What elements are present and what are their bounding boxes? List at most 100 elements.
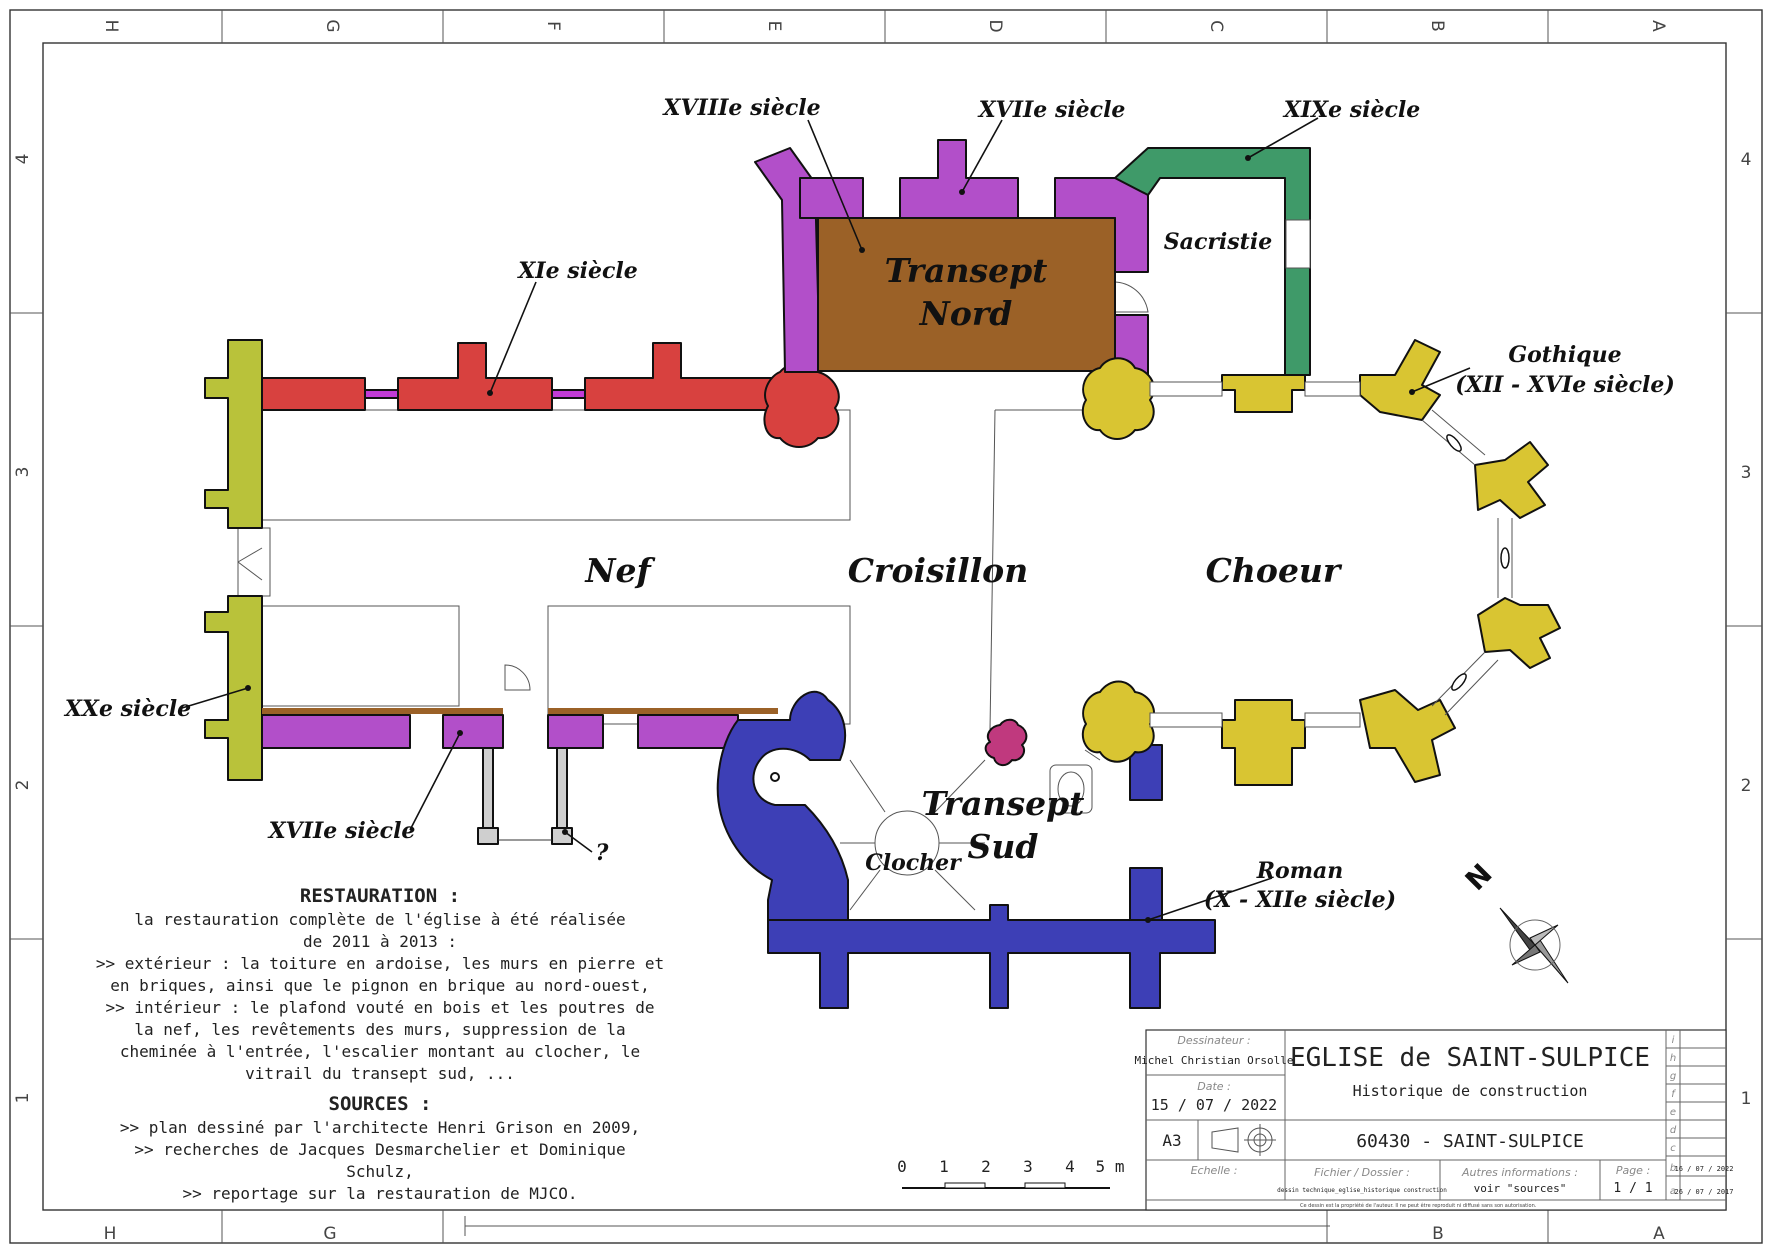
wall-xxe-south-facade (204, 595, 263, 781)
frame-col-top-c: C (1206, 20, 1226, 32)
frame-row-right-1: 1 (1741, 1089, 1752, 1109)
room-transept-sud-2: Sud (968, 827, 1039, 866)
frame-row-right-3: 3 (1741, 463, 1752, 483)
frame-col-bottom-a: A (1653, 1224, 1665, 1244)
frame-row-right-4: 4 (1741, 150, 1752, 170)
tb-rev-d: d (1670, 1125, 1677, 1136)
projection-symbol-icon (1211, 1124, 1276, 1156)
tb-revision-a-date: 26 / 07 / 2017 (1674, 1188, 1733, 1196)
sources-line-1: >> plan dessiné par l'architecte Henri G… (120, 1118, 640, 1137)
restauration-line-2: de 2011 à 2013 : (303, 932, 457, 951)
frame-row-left-4: 4 (13, 154, 33, 165)
tb-rev-f: f (1671, 1089, 1676, 1100)
sources-line-3: Schulz, (346, 1162, 413, 1181)
frame-row-right-2: 2 (1741, 776, 1752, 796)
frame-col-top-e: E (764, 21, 784, 32)
restauration-line-4: en briques, ainsi que le pignon en briqu… (110, 976, 649, 995)
tb-other-value: voir "sources" (1474, 1182, 1567, 1195)
wall-xie-window-2 (551, 389, 586, 399)
room-nef: Nef (584, 551, 655, 590)
tb-rev-c: c (1670, 1143, 1676, 1154)
porch-base-left (477, 827, 499, 845)
walls-xxe (204, 339, 263, 781)
title-block: Dessinateur : Michel Christian Orsolle D… (1135, 1029, 1734, 1211)
label-leaders (181, 117, 1471, 923)
label-gothique: Gothique (1508, 342, 1621, 368)
unknown-mark: ? (596, 840, 610, 866)
frame-col-bottom-b: B (1432, 1224, 1444, 1244)
room-clocher: Clocher (865, 850, 962, 876)
tb-rev-g: g (1670, 1071, 1676, 1082)
scale-tick-1: 1 (939, 1157, 949, 1176)
tb-rev-e: e (1670, 1107, 1676, 1118)
label-xviiie-siecle: XVIIIe siècle (661, 95, 820, 121)
tb-rev-a: a (1670, 1186, 1676, 1197)
restauration-line-6: la nef, les revêtements des murs, suppre… (134, 1020, 625, 1039)
gothic-pier-south-3 (1359, 689, 1456, 783)
room-croisillon: Croisillon (848, 551, 1028, 590)
frame-col-top-d: D (985, 19, 1005, 32)
tb-date-label: Date : (1197, 1080, 1231, 1093)
tb-page-label: Page : (1616, 1164, 1650, 1177)
label-xviie-siecle-north: XVIIe siècle (977, 97, 1126, 123)
wall-xixe-sacristy (1114, 147, 1311, 376)
frame-col-bottom-h: H (104, 1224, 117, 1244)
tb-page-value: 1 / 1 (1613, 1181, 1652, 1196)
belfry-stair-newel (770, 772, 780, 782)
label-xixe-siecle: XIXe siècle (1282, 97, 1421, 123)
gothic-pier-south-1 (1081, 680, 1155, 763)
frame-col-top-g: G (322, 19, 342, 32)
wall-xie-segment-2 (397, 342, 553, 411)
beam-south-2 (548, 708, 778, 714)
tb-title: EGLISE de SAINT-SULPICE (1290, 1043, 1650, 1073)
gothic-pier-east-2 (1477, 597, 1561, 669)
wall-xviie-south-segment-2 (442, 714, 504, 749)
drawing-frame: H G F E D C B A 4 3 2 1 4 3 2 1 H G B A (9, 9, 1763, 1244)
restauration-line-5: >> intérieur : le plafond vouté en bois … (105, 998, 654, 1017)
gothic-pier-east-1 (1474, 441, 1549, 519)
restauration-line-3: >> extérieur : la toiture en ardoise, le… (96, 954, 664, 973)
tb-file-value: dessin technique_eglise_historique const… (1277, 1187, 1447, 1194)
croisillon-small-pier (984, 718, 1028, 766)
frame-row-left-2: 2 (13, 780, 33, 791)
tb-subtitle: Historique de construction (1353, 1082, 1588, 1100)
walls-gothique (1081, 339, 1561, 786)
wall-roman-south (767, 869, 1216, 1009)
restauration-title: RESTAURATION : (300, 885, 460, 907)
restauration-line-7: cheminée à l'entrée, l'escalier montant … (120, 1042, 640, 1061)
sources-line-2: >> recherches de Jacques Desmarchelier e… (134, 1140, 625, 1159)
tb-rev-h: h (1670, 1053, 1676, 1064)
frame-col-top-h: H (101, 20, 121, 33)
church-walls (204, 139, 1561, 1009)
label-roman-period: (X - XIIe siècle) (1204, 887, 1396, 913)
tb-location: 60430 - SAINT-SULPICE (1356, 1131, 1584, 1152)
gothic-pier-north-1 (1081, 357, 1155, 440)
frame-col-top-f: F (543, 21, 563, 31)
room-sacristie: Sacristie (1164, 229, 1272, 255)
walls-xie (261, 342, 840, 448)
frame-row-left-3: 3 (13, 467, 33, 478)
room-choeur: Choeur (1206, 551, 1343, 590)
tb-scale-label: Echelle : (1191, 1164, 1238, 1177)
wall-xxe-north-facade (204, 339, 263, 529)
beam-south-1 (262, 708, 503, 714)
wall-xie-window-1 (364, 389, 399, 399)
gothic-pier-north-3 (1359, 339, 1441, 421)
tb-designer-label: Dessinateur : (1177, 1034, 1250, 1047)
scale-tick-0: 0 (897, 1157, 907, 1176)
walls-xixe (1114, 147, 1311, 376)
room-transept-nord-1: Transept (885, 251, 1048, 290)
tb-rev-i: i (1672, 1035, 1675, 1046)
frame-col-bottom-g: G (323, 1224, 336, 1244)
frame-row-left-1: 1 (13, 1093, 33, 1104)
compass-icon (1499, 907, 1569, 984)
tb-date-value: 15 / 07 / 2022 (1151, 1096, 1277, 1114)
gothic-pier-north-2 (1221, 374, 1306, 413)
wall-xie-segment-3 (584, 342, 791, 411)
label-gothique-period: (XII - XVIe siècle) (1455, 372, 1675, 398)
label-xie-siecle: XIe siècle (516, 258, 638, 284)
tb-designer-value: Michel Christian Orsolle (1135, 1054, 1294, 1067)
restauration-line-1: la restauration complète de l'église à é… (134, 910, 625, 929)
scale-tick-2: 2 (981, 1157, 991, 1176)
